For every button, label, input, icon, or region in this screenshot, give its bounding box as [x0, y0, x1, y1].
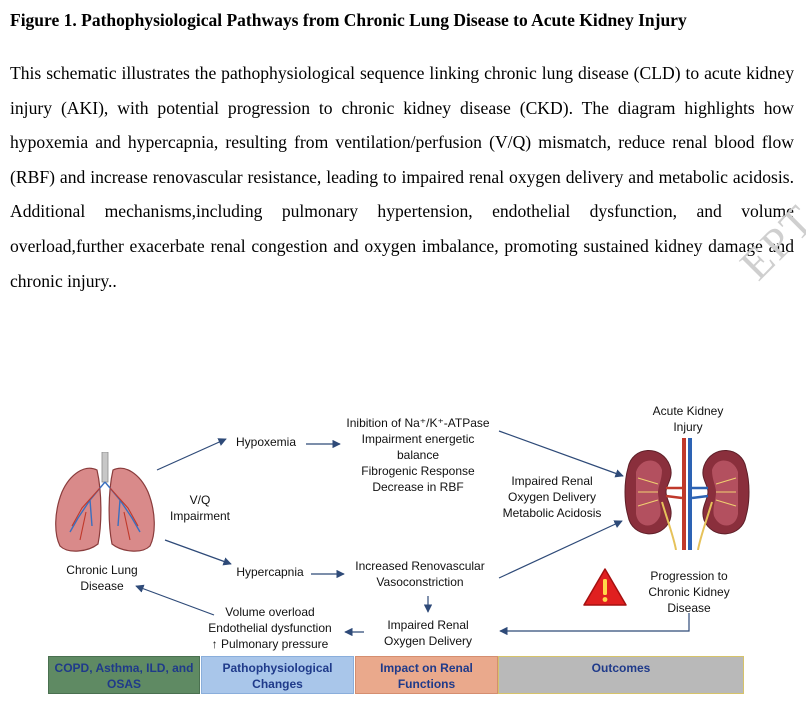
renovascular-line2: Vasoconstriction — [376, 575, 464, 589]
inhibition-line4: Fibrogenic Response — [361, 464, 475, 478]
warning-icon — [583, 568, 627, 606]
hypoxemia-label: Hypoxemia — [235, 435, 297, 449]
ckd-label-line3: Disease — [667, 601, 711, 615]
lungs-label-line2: Disease — [80, 579, 124, 593]
aki-label-line1: Acute Kidney — [652, 404, 724, 418]
band-pathophysiological-changes-label: Pathophysiological Changes — [222, 661, 333, 691]
arrow-ckd-to-delivery — [499, 613, 690, 636]
renovascular-line1: Increased Renovascular — [355, 559, 485, 573]
inhibition-line2: Impairment energetic — [361, 432, 475, 446]
volume-line1: Volume overload — [225, 605, 315, 619]
lungs-label-line1: Chronic Lung — [66, 563, 138, 577]
impaired-delivery-lower-line2: Oxygen Delivery — [383, 634, 473, 648]
volume-line2: Endothelial dysfunction — [208, 621, 332, 635]
inhibition-line3: balance — [396, 448, 440, 462]
figure-caption: This schematic illustrates the pathophys… — [10, 63, 794, 291]
impaired-delivery-lower: Impaired Renal Oxygen Delivery — [366, 617, 490, 649]
volume-line3: ↑ Pulmonary pressure — [211, 637, 329, 651]
hypercapnia-label: Hypercapnia — [236, 565, 304, 579]
arrow-lungs-to-hypoxemia — [156, 438, 227, 471]
band-outcomes-label: Outcomes — [591, 661, 651, 675]
band-renal-impact: Impact on Renal Functions — [355, 656, 498, 694]
ckd-label-line2: Chronic Kidney — [648, 585, 730, 599]
impaired-delivery-middle-line3: Metabolic Acidosis — [502, 506, 602, 520]
band-outcomes: Outcomes — [498, 656, 744, 694]
band-disease-types-label: COPD, Asthma, ILD, and OSAS — [54, 661, 194, 691]
vq-label-line2: Impairment — [169, 509, 231, 523]
lungs-label: Chronic Lung Disease — [50, 562, 154, 594]
band-disease-types: COPD, Asthma, ILD, and OSAS — [48, 656, 200, 694]
kidneys-icon — [624, 438, 750, 550]
arrow-renovascular-to-kidneys — [498, 520, 623, 579]
inhibition-line5: Decrease in RBF — [372, 480, 464, 494]
aki-label-line2: Injury — [673, 420, 703, 434]
band-renal-impact-label: Impact on Renal Functions — [380, 661, 473, 691]
band-pathophysiological-changes: Pathophysiological Changes — [201, 656, 354, 694]
arrow-lungs-to-hypercapnia — [164, 539, 232, 566]
impaired-delivery-middle-line2: Oxygen Delivery — [507, 490, 597, 504]
impaired-delivery-middle-line1: Impaired Renal — [511, 474, 593, 488]
ckd-label-line1: Progression to — [650, 569, 728, 583]
inhibition-line1: Inibition of Na⁺/K⁺-ATPase — [346, 416, 490, 430]
aki-label: Acute Kidney Injury — [638, 403, 738, 435]
inhibition-block: Inibition of Na⁺/K⁺-ATPase Impairment en… — [336, 415, 500, 495]
vq-label-line1: V/Q — [189, 493, 211, 507]
ckd-label: Progression to Chronic Kidney Disease — [636, 568, 742, 616]
vq-label: V/Q Impairment — [158, 492, 242, 524]
renovascular-block: Increased Renovascular Vasoconstriction — [346, 558, 494, 590]
arrow-volume-to-lungs — [135, 584, 215, 616]
impaired-delivery-middle: Impaired Renal Oxygen Delivery Metabolic… — [494, 473, 610, 521]
volume-block: Volume overload Endothelial dysfunction … — [196, 604, 344, 652]
lungs-icon — [55, 452, 155, 552]
arrow-inhibition-to-kidneys — [498, 430, 624, 478]
impaired-delivery-lower-line1: Impaired Renal — [387, 618, 469, 632]
figure-title: Figure 1. Pathophysiological Pathways fr… — [10, 10, 687, 30]
